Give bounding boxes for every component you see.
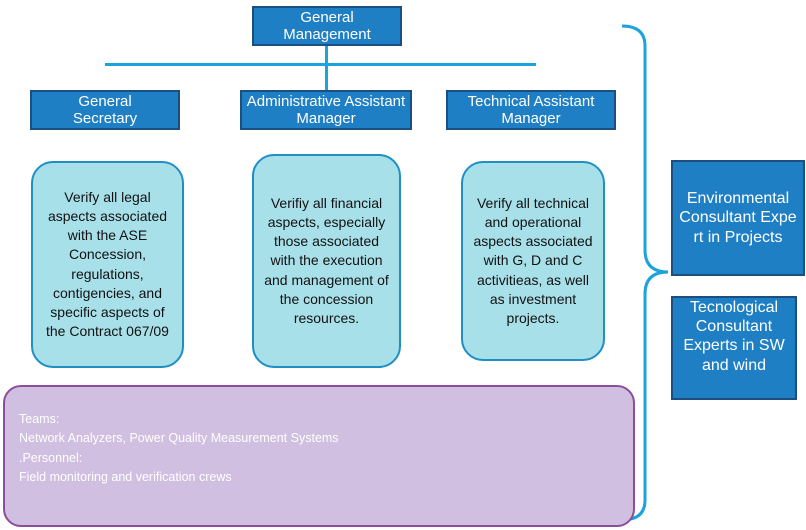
teams-heading: Teams: [19,412,60,426]
expert-label: Environmental Consultant Expert in Proje… [679,190,797,246]
task-text: Verifiy all financial aspects, especiall… [264,195,389,326]
general-secretary-box: General Secretary [30,90,180,130]
task-text: Verify all technical and operational asp… [473,195,593,326]
technical-assistant-manager-box: Technical Assistant Manager [446,90,616,130]
financial-tasks-box: Verifiy all financial aspects, especiall… [252,154,401,368]
teams-text: Network Analyzers, Power Quality Measure… [19,431,339,446]
personnel-heading: .Personnel: [19,450,83,465]
role-label: General Secretary [72,92,138,127]
role-label: Technical Assistant Manager [467,92,595,127]
technological-consultant-box: Tecnological Consultant Experts in SW an… [671,296,797,400]
task-text: Verify all legal aspects associated with… [46,189,169,339]
teams-panel: Teams: Network Analyzers, Power Quality … [3,385,635,527]
personnel-text: Field monitoring and verification crews [19,470,232,485]
general-management-box: General Management [252,6,402,46]
general-management-label: General Management [283,8,371,43]
connector-horizontal [105,63,536,66]
legal-tasks-box: Verify all legal aspects associated with… [31,161,184,368]
technical-tasks-box: Verify all technical and operational asp… [461,161,605,361]
connector-vertical [325,45,328,91]
environmental-consultant-box: Environmental Consultant Expert in Proje… [671,160,805,276]
expert-label: Tecnological Consultant Experts in SW an… [683,299,785,374]
administrative-assistant-manager-box: Administrative Assistant Manager [240,90,412,130]
role-label: Administrative Assistant Manager [246,92,406,127]
